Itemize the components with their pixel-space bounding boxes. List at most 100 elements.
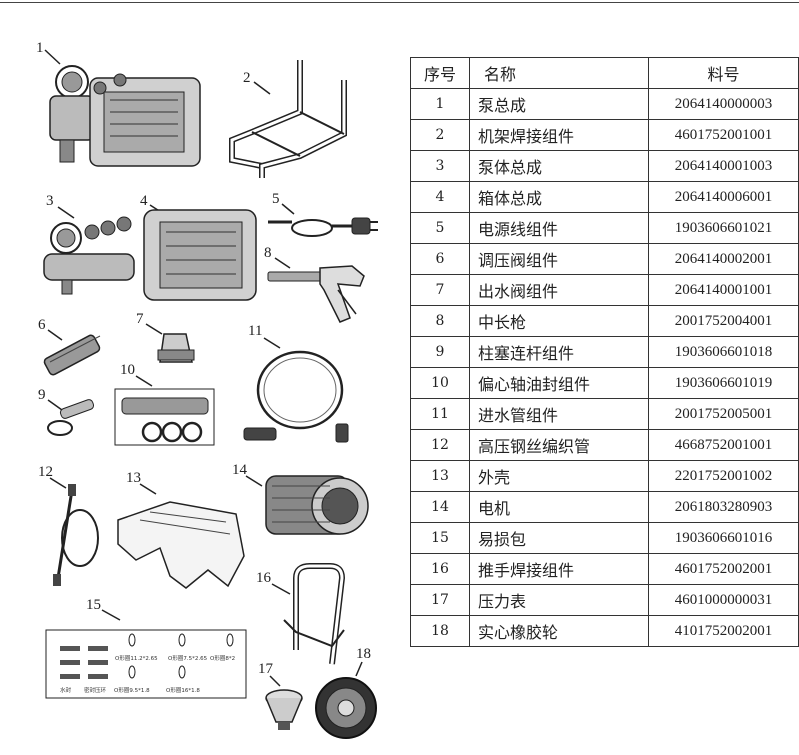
cell-no: 16 [410, 553, 470, 585]
cell-no: 7 [410, 274, 470, 306]
cell-no: 17 [410, 584, 470, 616]
cell-code: 1903606601018 [648, 336, 799, 368]
part-4-crankcase: 4 [140, 193, 257, 301]
header-code: 料号 [648, 57, 799, 89]
cell-no: 4 [410, 181, 470, 213]
cell-name: 出水阀组件 [469, 274, 649, 306]
part-11-inlet-hose: 11 [243, 323, 349, 443]
cell-no: 1 [410, 88, 470, 120]
label-2: 2 [243, 70, 251, 86]
part-10-shaft-seal-kit: 10 [114, 362, 215, 446]
part-6-pressure-regulator: 6 [38, 317, 101, 376]
part-7-outlet-valve: 7 [136, 311, 195, 363]
cell-name: 易损包 [469, 522, 649, 554]
cell-code: 1903606601021 [648, 212, 799, 244]
kit-label-o1: O形圈11.2*2.65 [115, 654, 158, 662]
kit-label-o5: O形圈16*1.8 [166, 686, 200, 694]
cell-name: 电机 [469, 491, 649, 523]
label-7: 7 [136, 311, 144, 327]
kit-label-o4: O形圈9.5*1.8 [114, 686, 150, 694]
cell-code: 2064140002001 [648, 243, 799, 275]
cell-no: 3 [410, 150, 470, 182]
kit-label-o2: O形圈7.5*2.65 [168, 654, 208, 662]
cell-name: 泵总成 [469, 88, 649, 120]
cell-code: 2061803280903 [648, 491, 799, 523]
cell-no: 18 [410, 615, 470, 647]
cell-no: 5 [410, 212, 470, 244]
cell-name: 泵体总成 [469, 150, 649, 182]
cell-name: 电源线组件 [469, 212, 649, 244]
cell-code: 2064140001001 [648, 274, 799, 306]
cell-code: 4601752002001 [648, 553, 799, 585]
part-3-pump-body: 3 [43, 193, 135, 295]
cell-code: 4101752002001 [648, 615, 799, 647]
part-17-pressure-gauge: 17 [258, 661, 303, 730]
cell-name: 柱塞连杆组件 [469, 336, 649, 368]
cell-no: 9 [410, 336, 470, 368]
cell-code: 1903606601019 [648, 367, 799, 399]
cell-code: 2001752005001 [648, 398, 799, 430]
label-9: 9 [38, 387, 46, 403]
label-15: 15 [86, 597, 101, 613]
cell-name: 外壳 [469, 460, 649, 492]
cell-code: 1903606601016 [648, 522, 799, 554]
table-header-row: 序号 名称 料号 [410, 57, 799, 89]
label-16: 16 [256, 570, 272, 586]
label-8: 8 [264, 245, 272, 261]
part-15-wear-kit: 15 水封 密封压环 O形圈11.2*2.65 O形圈7.5*2.65 O形圈8… [45, 597, 247, 699]
label-10: 10 [120, 362, 135, 378]
kit-label-seal-b: 密封压环 [84, 686, 107, 694]
label-18: 18 [356, 646, 371, 662]
cell-code: 4601000000031 [648, 584, 799, 616]
cell-no: 13 [410, 460, 470, 492]
label-13: 13 [126, 470, 141, 486]
kit-label-seal-a: 水封 [60, 686, 72, 694]
cell-no: 10 [410, 367, 470, 399]
cell-name: 箱体总成 [469, 181, 649, 213]
parts-diagram: 1 2 3 4 [36, 40, 378, 739]
part-18-rubber-wheel: 18 [315, 646, 377, 739]
label-3: 3 [46, 193, 54, 209]
cell-code: 4601752001001 [648, 119, 799, 151]
cell-name: 调压阀组件 [469, 243, 649, 275]
part-16-push-handle: 16 [256, 563, 346, 665]
cell-name: 中长枪 [469, 305, 649, 337]
cell-name: 机架焊接组件 [469, 119, 649, 151]
cell-no: 11 [410, 398, 470, 430]
cell-name: 高压钢丝编织管 [469, 429, 649, 461]
part-13-housing: 13 [117, 470, 245, 589]
cell-no: 14 [410, 491, 470, 523]
cell-no: 6 [410, 243, 470, 275]
cell-code: 2001752004001 [648, 305, 799, 337]
kit-label-o3: O形圈8*2 [210, 654, 235, 662]
cell-name: 压力表 [469, 584, 649, 616]
cell-code: 2064140000003 [648, 88, 799, 120]
cell-code: 2064140006001 [648, 181, 799, 213]
part-8-spray-gun: 8 [264, 245, 365, 323]
cell-no: 12 [410, 429, 470, 461]
label-4: 4 [140, 193, 148, 209]
part-5-power-cord: 5 [268, 191, 378, 237]
cell-code: 4668752001001 [648, 429, 799, 461]
label-11: 11 [248, 323, 262, 339]
header-no: 序号 [410, 57, 470, 89]
label-14: 14 [232, 462, 248, 478]
part-9-plunger-rod: 9 [38, 387, 95, 436]
label-1: 1 [36, 40, 44, 56]
